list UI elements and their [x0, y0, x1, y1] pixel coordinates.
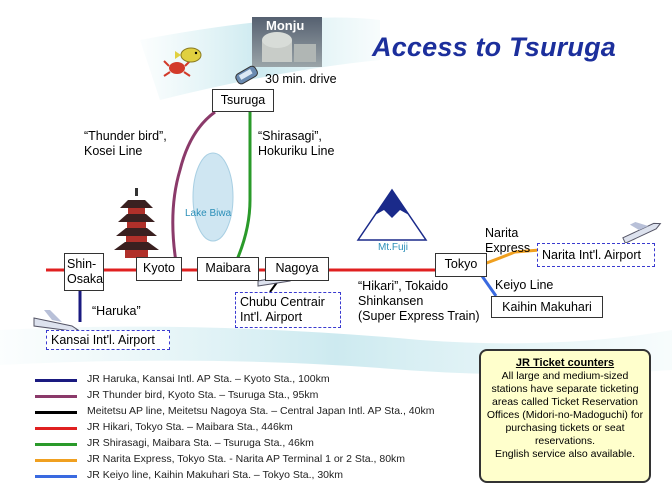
- legend-text: JR Thunder bird, Kyoto Sta. – Tsuruga St…: [87, 389, 319, 401]
- label-haruka: “Haruka”: [92, 304, 141, 318]
- legend-swatch: [35, 411, 77, 414]
- airport-narita: Narita Int'l. Airport: [537, 243, 655, 267]
- narita-express-line: [483, 248, 541, 266]
- drive-label: 30 min. drive: [265, 72, 337, 86]
- plane-icon-narita: [622, 222, 662, 244]
- station-tsuruga: Tsuruga: [212, 89, 274, 112]
- station-tokyo: Tokyo: [435, 253, 487, 277]
- jr-box-english: English service also available.: [494, 448, 636, 460]
- airport-kansai: Kansai Int'l. Airport: [46, 330, 170, 350]
- label-thunderbird: “Thunder bird”, Kosei Line: [84, 129, 167, 158]
- legend-swatch: [35, 475, 77, 478]
- crab-icon: [163, 60, 191, 77]
- legend-swatch: [35, 443, 77, 446]
- jr-box-body: All large and medium-sized stations have…: [486, 370, 644, 447]
- mt-fuji-icon: [356, 188, 428, 241]
- jr-box-title: JR Ticket counters: [515, 357, 615, 369]
- keiyo-line: [480, 275, 498, 297]
- legend-swatch: [35, 427, 77, 430]
- thunderbird-line: [171, 110, 216, 263]
- lake-biwa-shape: [192, 152, 234, 242]
- legend-swatch: [35, 379, 77, 382]
- monju-label: Monju: [266, 18, 305, 33]
- car-icon: [235, 65, 258, 85]
- station-nagoya: Nagoya: [265, 257, 329, 281]
- shirasagi-line: [234, 110, 252, 263]
- monju-annex: [294, 44, 316, 62]
- label-narita-express: Narita Express: [485, 226, 531, 255]
- label-hikari: “Hikari”, Tokaido Shinkansen (Super Expr…: [358, 279, 480, 323]
- legend-text: JR Shirasagi, Maibara Sta. – Tsuruga Sta…: [87, 437, 314, 449]
- pufferfish-icon: [175, 47, 202, 63]
- legend-swatch: [35, 459, 77, 462]
- station-kyoto: Kyoto: [136, 257, 182, 281]
- monju-dome: [262, 32, 292, 48]
- label-shirasagi: “Shirasagi”, Hokuriku Line: [258, 129, 335, 158]
- label-lake-biwa: Lake Biwa: [185, 208, 232, 219]
- legend-text: Meitetsu AP line, Meitetsu Nagoya Sta. –…: [87, 405, 435, 417]
- station-kaihin-makuhari: Kaihin Makuhari: [491, 296, 603, 318]
- legend-swatch: [35, 395, 77, 398]
- airport-chubu: Chubu Centrair Int'l. Airport: [235, 292, 341, 328]
- plane-icon-kansai: [33, 310, 80, 332]
- station-maibara: Maibara: [197, 257, 259, 281]
- label-mt-fuji: Mt.Fuji: [378, 242, 408, 253]
- legend-text: JR Haruka, Kansai Intl. AP Sta. – Kyoto …: [87, 373, 330, 385]
- legend-text: JR Keiyo line, Kaihin Makuhari Sta. – To…: [87, 469, 344, 481]
- legend-text: JR Hikari, Tokyo Sta. – Maibara Sta., 44…: [87, 421, 293, 433]
- jr-ticket-info-box: JR Ticket counters All large and medium-…: [479, 349, 651, 483]
- legend-text: JR Narita Express, Tokyo Sta. - Narita A…: [87, 453, 406, 465]
- station-shin-osaka: Shin- Osaka: [64, 253, 104, 291]
- page-title: Access to Tsuruga: [372, 32, 616, 62]
- pagoda-icon: [114, 188, 159, 258]
- label-keiyo: Keiyo Line: [495, 278, 554, 292]
